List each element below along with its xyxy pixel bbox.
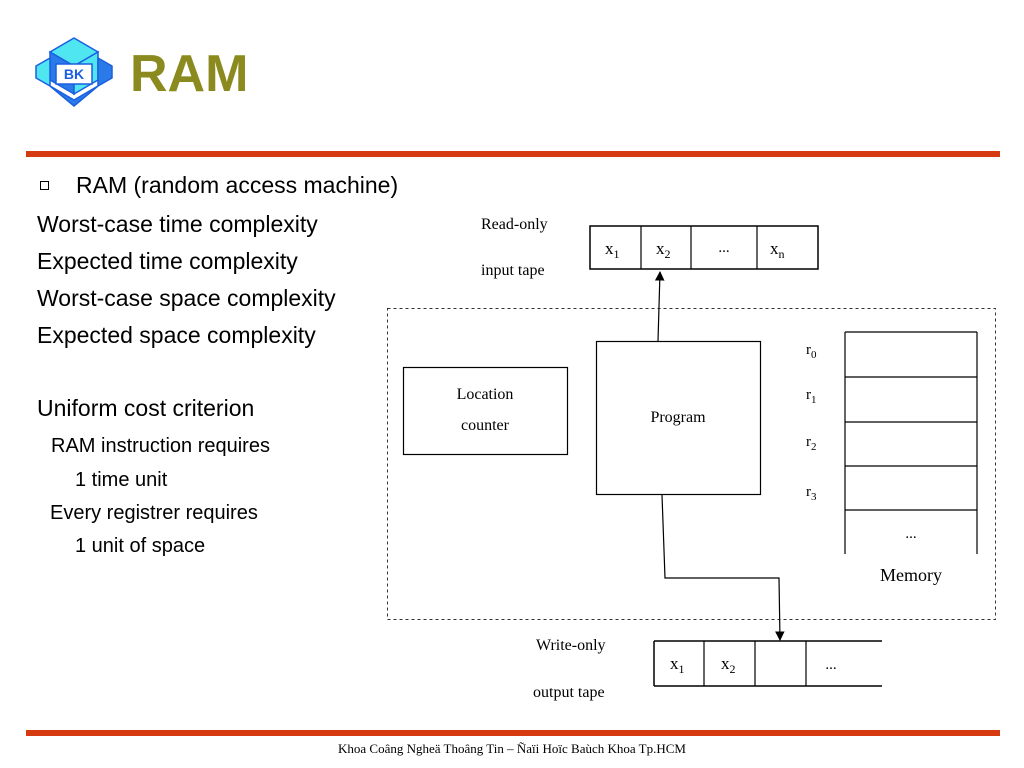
logo-text: BK <box>64 66 84 82</box>
input-label-2: input tape <box>481 262 545 279</box>
input-label-1: Read-only <box>481 216 548 233</box>
register-r1: r1 <box>806 387 817 406</box>
output-cell-4: ... <box>825 657 836 673</box>
sub-line-4: 1 unit of space <box>75 535 206 557</box>
bottom-divider <box>26 730 1000 736</box>
input-cell-1: x1 <box>605 239 620 261</box>
machine-boundary <box>387 308 996 620</box>
program-box <box>595 340 762 496</box>
register-r0: r0 <box>806 342 817 361</box>
output-label-2: output tape <box>533 684 605 701</box>
bullet-text: RAM (random access machine) <box>76 172 399 198</box>
sub-line-2: 1 time unit <box>75 469 168 491</box>
location-counter-box <box>402 366 569 456</box>
read-arrow <box>654 271 665 342</box>
text-line-5: Uniform cost criterion <box>37 395 255 421</box>
location-counter-label-1: Location <box>457 386 514 403</box>
location-counter-label-2: counter <box>461 417 510 434</box>
text-line-3: Worst-case space complexity <box>37 285 336 311</box>
footer-text: Khoa Coâng Ngheä Thoâng Tin – Ñaïi Hoïc … <box>338 741 686 756</box>
bk-logo: BK <box>35 37 113 107</box>
sub-line-3: Every registrer requires <box>50 502 258 524</box>
register-r2: r2 <box>806 434 817 453</box>
memory-ellipsis: ... <box>905 526 916 542</box>
text-line-2: Expected time complexity <box>37 248 298 274</box>
sub-line-1: RAM instruction requires <box>51 435 270 457</box>
bullet-square-icon <box>40 181 49 190</box>
output-label-1: Write-only <box>536 637 606 654</box>
input-cell-4: xn <box>770 239 785 261</box>
output-cell-1: x1 <box>670 654 685 676</box>
input-cell-3: ... <box>718 240 729 256</box>
top-divider <box>26 151 1000 157</box>
output-tape <box>653 640 882 687</box>
input-cell-2: x2 <box>656 239 671 261</box>
write-arrow <box>661 494 785 641</box>
memory-label: Memory <box>880 565 942 585</box>
text-line-4: Expected space complexity <box>37 322 316 348</box>
input-tape <box>589 225 819 270</box>
memory-registers <box>844 331 978 554</box>
page-title: RAM <box>130 45 249 103</box>
program-label: Program <box>650 409 706 426</box>
text-line-1: Worst-case time complexity <box>37 211 318 237</box>
output-cell-2: x2 <box>721 654 736 676</box>
register-r3: r3 <box>806 484 817 503</box>
